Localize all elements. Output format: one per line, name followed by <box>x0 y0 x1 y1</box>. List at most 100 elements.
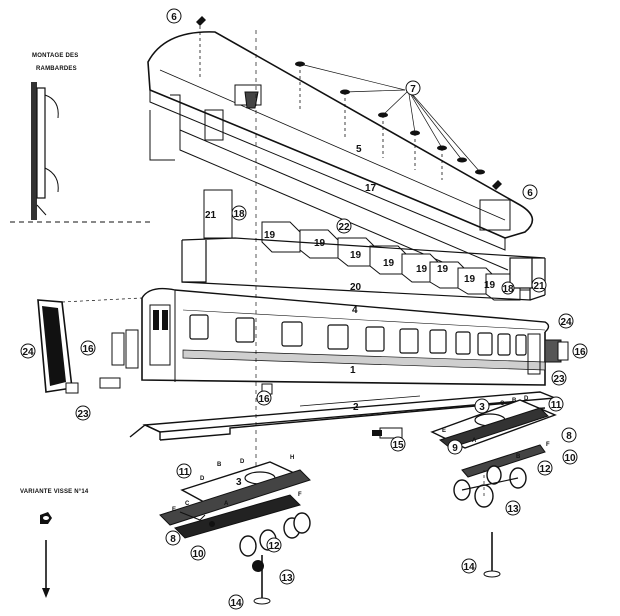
letter-b-right-2: B <box>516 454 521 460</box>
svg-text:16: 16 <box>82 344 94 355</box>
screw-variant-inset: VARIANTE VISSE N°14 <box>20 489 89 598</box>
bogie-sideframe-right <box>174 494 301 539</box>
label-7: 7 <box>405 80 421 96</box>
label-19-c: 19 <box>350 250 362 261</box>
railing-handle-bottom <box>44 167 59 193</box>
screw-6-top <box>196 16 206 26</box>
label-24-right: 24 <box>558 313 574 329</box>
letter-f-left: F <box>298 492 302 498</box>
railing-profile <box>36 87 46 199</box>
label-2: 2 <box>353 402 359 413</box>
label-19-h: 19 <box>484 280 496 291</box>
label-9: 9 <box>447 439 463 455</box>
letter-a-left: A <box>224 501 229 507</box>
label-12-left: 12 <box>266 537 282 553</box>
label-24-left: 24 <box>20 343 36 359</box>
label-14-left: 14 <box>228 594 244 610</box>
svg-text:8: 8 <box>566 431 572 442</box>
svg-text:14: 14 <box>463 562 475 573</box>
svg-text:10: 10 <box>192 549 204 560</box>
bogie-sideframe-left <box>159 469 311 526</box>
svg-text:3: 3 <box>479 402 485 413</box>
svg-text:6: 6 <box>527 188 533 199</box>
label-4: 4 <box>352 305 358 316</box>
svg-text:12: 12 <box>539 464 551 475</box>
label-8-left: 8 <box>165 530 181 546</box>
svg-text:16: 16 <box>574 347 586 358</box>
letter-d-right: D <box>524 396 529 402</box>
svg-text:11: 11 <box>179 467 190 478</box>
label-6-top: 6 <box>166 8 182 24</box>
label-13-left: 13 <box>279 569 295 585</box>
svg-text:13: 13 <box>507 504 519 515</box>
label-21-right: 21 <box>531 277 547 293</box>
screw-6-bottom <box>492 180 502 190</box>
letter-b-left: B <box>217 462 222 468</box>
letter-a-right: A <box>472 438 477 444</box>
coach-windows <box>189 314 527 356</box>
svg-text:8: 8 <box>170 534 176 545</box>
label-22: 22 <box>336 218 352 234</box>
label-16-bottom: 16 <box>256 390 272 406</box>
railing-assembly-inset: MONTAGE DES RAMBARDES <box>10 53 150 223</box>
leaders-7 <box>299 63 481 173</box>
letter-d-left: D <box>240 459 245 465</box>
letter-e-right: E <box>442 428 446 434</box>
svg-text:12: 12 <box>268 541 280 552</box>
label-19-e: 19 <box>416 264 428 275</box>
label-17: 17 <box>365 183 377 194</box>
floor-tray-part-20 <box>181 237 546 301</box>
letter-c-left: C <box>185 501 190 507</box>
svg-text:10: 10 <box>564 453 576 464</box>
svg-text:23: 23 <box>77 409 89 420</box>
coach-body-part-1 <box>99 30 569 470</box>
label-1: 1 <box>350 365 356 376</box>
label-19-f: 19 <box>437 264 449 275</box>
label-12-right: 12 <box>537 460 553 476</box>
svg-text:16: 16 <box>258 394 270 405</box>
label-6-bottom: 6 <box>522 184 538 200</box>
svg-text:24: 24 <box>22 347 34 358</box>
svg-text:23: 23 <box>553 374 565 385</box>
screw-variant-caption: VARIANTE VISSE N°14 <box>20 489 89 495</box>
label-19-g: 19 <box>464 274 476 285</box>
seats-assembly <box>203 189 521 301</box>
label-19-a: 19 <box>264 230 276 241</box>
svg-text:18: 18 <box>233 209 245 220</box>
label-15: 15 <box>390 436 406 452</box>
letter-h: H <box>290 455 294 461</box>
railing-handle-top <box>44 94 59 119</box>
railing-foot <box>36 204 47 216</box>
label-8-right: 8 <box>561 427 577 443</box>
seat-row <box>261 221 521 301</box>
label-23-left: 23 <box>75 405 91 421</box>
svg-text:9: 9 <box>452 443 458 454</box>
svg-text:7: 7 <box>410 84 416 95</box>
label-19-d: 19 <box>383 258 395 269</box>
label-3: 3 <box>474 398 490 414</box>
roof-vents <box>295 61 485 180</box>
label-10-left: 10 <box>190 545 206 561</box>
railing-post <box>31 82 37 220</box>
label-10-right: 10 <box>562 449 578 465</box>
label-19-b: 19 <box>314 238 326 249</box>
label-14-right: 14 <box>461 558 477 574</box>
railing-title-line1: MONTAGE DES <box>32 53 78 59</box>
svg-text:21: 21 <box>533 281 545 292</box>
svg-text:22: 22 <box>338 222 350 233</box>
label-11-left: 11 <box>176 463 192 479</box>
letter-e-left: E <box>172 507 176 513</box>
bogie-right <box>372 399 557 578</box>
label-11-right: 11 <box>548 396 564 412</box>
letter-d-left-2: D <box>200 476 205 482</box>
letter-b-right: B <box>512 398 517 404</box>
label-16-left: 16 <box>80 340 96 356</box>
label-20: 20 <box>350 282 362 293</box>
svg-text:24: 24 <box>560 317 572 328</box>
label-23-right: 23 <box>551 370 567 386</box>
label-3-left: 3 <box>236 477 242 488</box>
railing-title-line2: RAMBARDES <box>36 66 77 72</box>
label-13-right: 13 <box>505 500 521 516</box>
end-diaphragm-left <box>37 297 143 394</box>
